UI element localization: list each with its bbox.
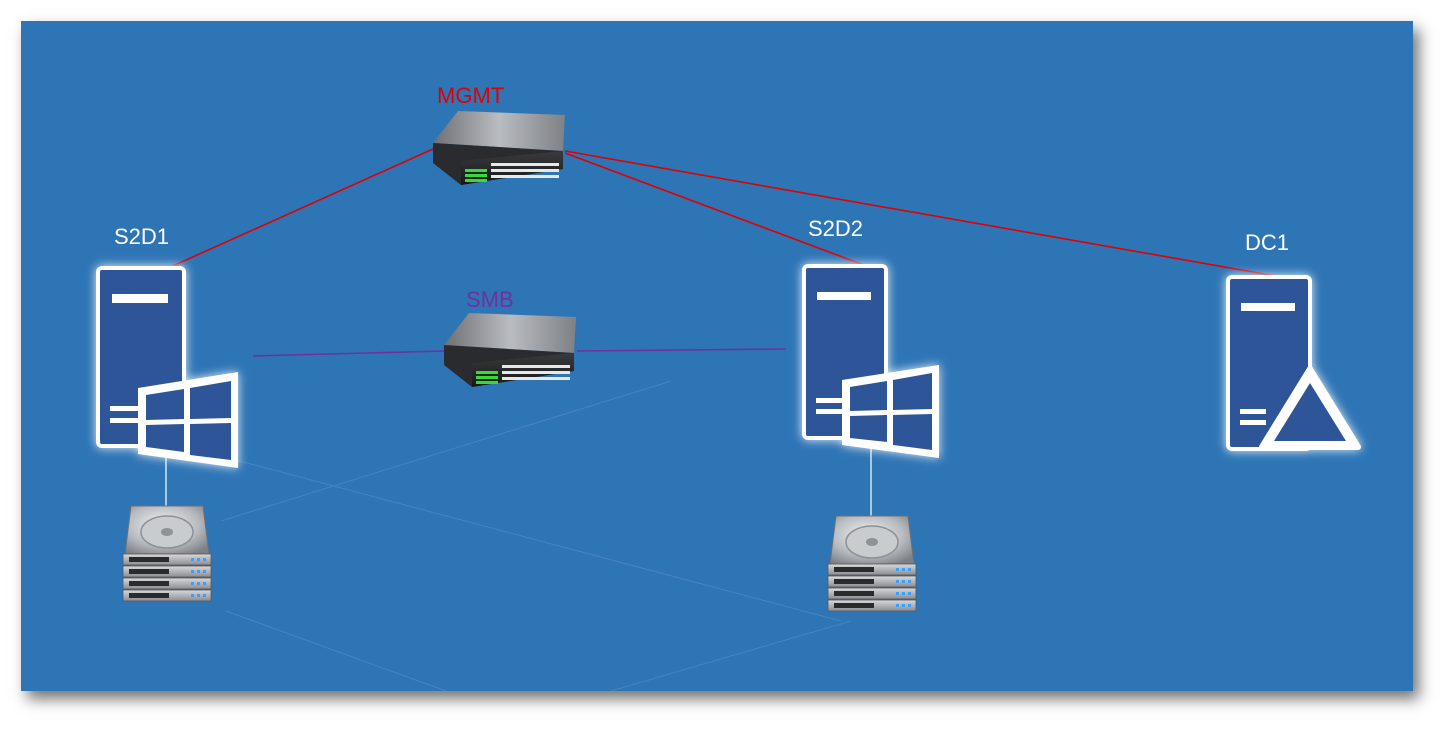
server-dc1[interactable] [1226,275,1361,451]
smb-links [252,348,787,357]
link-mgmt-s2d2[interactable] [564,152,870,268]
link-mgmt-s2d1[interactable] [165,148,434,270]
diagram-graphics [96,111,1361,691]
link-smb-s2d1[interactable] [252,350,445,357]
network-diagram-canvas: MGMT SMB S2D1 S2D2 DC1 [21,21,1413,691]
storage-stack-s2d1[interactable] [122,505,212,602]
server-label-dc1: DC1 [1245,230,1290,255]
switch-smb[interactable] [444,313,576,387]
server-label-s2d2: S2D2 [808,216,864,241]
switch-label-smb: SMB [466,287,514,312]
switch-label-mgmt: MGMT [437,83,505,108]
warning-triangle-icon [1259,366,1361,450]
windows-icon [842,365,939,458]
mgmt-links [165,148,1294,280]
server-label-s2d1: S2D1 [114,224,170,249]
server-s2d2[interactable] [802,264,939,458]
link-mgmt-dc1[interactable] [564,150,1294,280]
server-s2d1[interactable] [96,266,238,468]
storage-links [165,436,872,516]
link-smb-s2d2[interactable] [576,348,787,352]
faint-background-lines [220,380,852,691]
switch-mgmt[interactable] [433,111,565,185]
storage-stack-s2d2[interactable] [827,515,917,612]
windows-icon [138,372,238,468]
